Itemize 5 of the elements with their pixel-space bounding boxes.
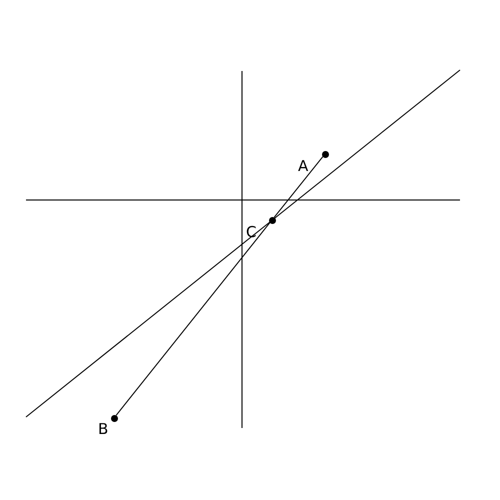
point-label: A (298, 158, 308, 174)
point-label: B (98, 421, 108, 437)
line-segment (274, 156, 324, 218)
point-label: C (246, 224, 256, 240)
line-segment (116, 222, 270, 416)
